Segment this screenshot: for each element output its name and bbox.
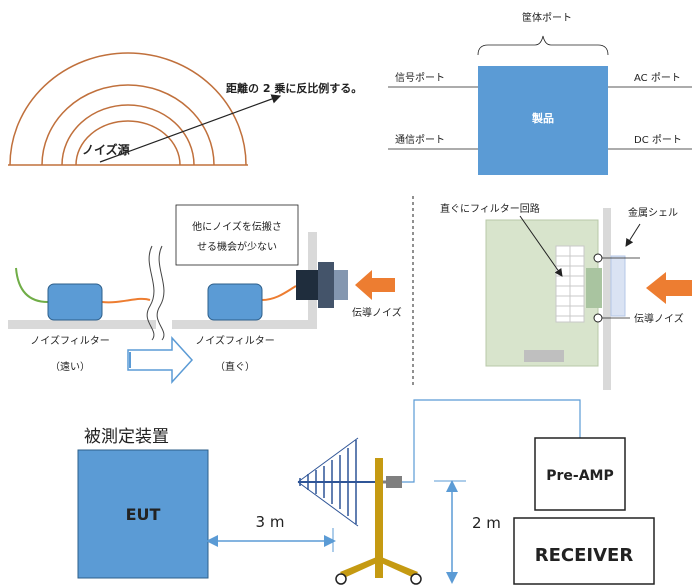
signal-port-label: 信号ポート (395, 72, 445, 84)
filter-circuit-pointer (519, 215, 563, 277)
floor-right (172, 320, 316, 329)
shell-insert (610, 255, 626, 317)
far-filter-label: ノイズフィルター (30, 334, 110, 347)
measurement-panel: 被測定装置 EUT 3 m 2 m Pre- (77, 399, 655, 585)
product-box (478, 66, 608, 175)
distance-arrow (99, 94, 282, 163)
near-orange-cable (261, 285, 297, 301)
pcb-chip (524, 350, 564, 362)
distance-label: 3 m (256, 513, 285, 531)
shell-point-bottom (593, 313, 603, 323)
filter-circuit-label: 直ぐにフィルター回路 (440, 202, 540, 215)
enclosure-brace (477, 35, 609, 56)
conducted-noise-arrow (355, 270, 395, 300)
product-label: 製品 (531, 111, 554, 125)
signal-cable (402, 399, 581, 483)
floor-left (8, 320, 156, 329)
noise-source-label: ノイズ源 (82, 142, 130, 157)
near-noise-filter (207, 283, 263, 321)
near-filter-sub: （直ぐ） (215, 360, 255, 373)
receiver-box (513, 517, 655, 585)
comm-port-label: 通信ポート (395, 134, 445, 146)
connector-green (586, 268, 602, 308)
callout-line2: せる機会が少ない (197, 240, 277, 253)
shell-panel: 直ぐにフィルター回路 金属シェル 伝導ノイズ (440, 202, 692, 390)
receiver-label: RECEIVER (535, 545, 634, 566)
shell-conducted-arrow (646, 272, 692, 304)
near-filter-label: ノイズフィルター (195, 334, 275, 347)
far-noise-filter (47, 283, 103, 321)
filter-placement-panel: 他にノイズを伝搬さ せる機会が少ない 伝導ノイズ ノイズフィルター （遠い） ノ… (8, 204, 402, 384)
connector-end (334, 270, 348, 300)
dc-port-label: DC ポート (634, 134, 682, 146)
antenna-mast (335, 458, 422, 585)
far-filter-sub: （遠い） (50, 360, 90, 373)
arc-outer (9, 52, 247, 166)
arc-2 (61, 104, 195, 166)
ports-panel: 筐体ポート 製品 信号ポート 通信ポート AC ポート DC ポート (388, 11, 692, 175)
callout-line1: 他にノイズを伝搬さ (192, 220, 282, 233)
filter-circuit (555, 245, 585, 323)
eut-box (77, 449, 209, 579)
eut-title: 被測定装置 (84, 427, 169, 447)
antenna (297, 437, 402, 527)
shell-point-top (593, 253, 603, 263)
preamp-box (534, 437, 626, 511)
metal-shell-wall (603, 208, 611, 390)
enclosure-port-label: 筐体ポート (522, 11, 572, 24)
noise-source-panel: ノイズ源 距離の 2 乗に反比例する。 (8, 52, 362, 166)
connector-flange (318, 262, 334, 308)
ac-port-label: AC ポート (634, 72, 681, 84)
metal-shell-label: 金属シェル (628, 206, 678, 219)
wheel-right (410, 573, 422, 585)
connector-body (296, 270, 318, 300)
shell-conducted-label: 伝導ノイズ (634, 312, 684, 325)
shell-pointer (625, 223, 641, 247)
break-mark-1 (146, 245, 155, 341)
eut-label: EUT (126, 505, 161, 524)
arc-3 (41, 84, 215, 166)
wheel-left (335, 573, 347, 585)
callout-box (175, 204, 299, 266)
antenna-balun (386, 476, 402, 488)
break-mark-2 (156, 245, 165, 341)
conducted-noise-label: 伝導ノイズ (352, 306, 402, 319)
far-orange-cable (101, 297, 151, 304)
arc-inner (75, 120, 181, 166)
height-label: 2 m (472, 514, 501, 532)
move-closer-arrow (127, 336, 194, 384)
preamp-label: Pre-AMP (546, 468, 614, 484)
inverse-square-caption: 距離の 2 乗に反比例する。 (226, 81, 362, 95)
green-cable (15, 267, 49, 303)
